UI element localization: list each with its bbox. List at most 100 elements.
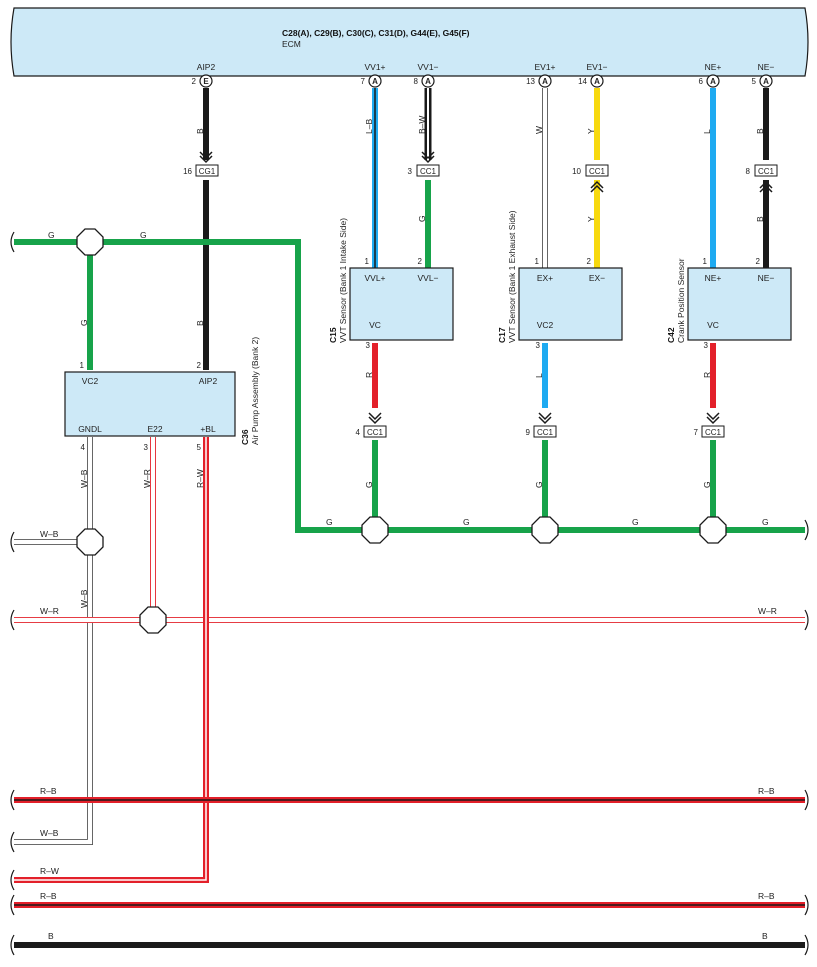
junction-g-c17 [531,516,559,544]
ecm-name: ECM [282,39,301,49]
svg-text:9: 9 [526,428,531,437]
break-marks [10,231,809,956]
ecm-pin-label-ev1p: EV1+ [534,62,555,72]
component-air-pump: VC2 AIP2 GNDL E22 +BL 1 2 4 3 5 C36 Air … [64,337,260,452]
svg-text:G: G [632,517,639,527]
svg-text:G: G [417,215,427,222]
svg-text:Crank Position Sensor: Crank Position Sensor [676,258,686,343]
svg-text:3: 3 [366,341,371,350]
svg-text:+BL: +BL [200,424,216,434]
svg-text:1: 1 [365,257,370,266]
svg-text:B: B [755,216,765,222]
svg-text:8: 8 [746,167,751,176]
svg-text:CC1: CC1 [758,167,775,176]
wire-gndl [14,437,93,845]
svg-text:G: G [364,481,374,488]
svg-text:A: A [425,77,431,86]
svg-text:CC1: CC1 [367,428,384,437]
svg-text:3: 3 [144,443,149,452]
svg-text:W–R: W–R [40,606,59,616]
ecm-box: C28(A), C29(B), C30(C), C31(D), G44(E), … [10,7,809,77]
svg-text:3: 3 [536,341,541,350]
svg-text:13: 13 [526,77,535,86]
svg-text:C42: C42 [666,327,676,343]
svg-text:CC1: CC1 [537,428,554,437]
svg-text:C15: C15 [328,327,338,343]
junction-g-top [76,228,104,256]
connector-cc1-vv1m: CC1 3 [408,151,440,177]
svg-text:B: B [195,128,205,134]
svg-text:NE+: NE+ [705,273,722,283]
svg-text:R–B: R–B [758,786,775,796]
connector-cc1-c17: CC1 9 [526,412,557,438]
svg-text:VC2: VC2 [537,320,554,330]
svg-text:2: 2 [587,257,592,266]
svg-text:B: B [195,320,205,326]
ecm-pin-label-aip2: AIP2 [197,62,216,72]
svg-text:A: A [763,77,769,86]
ecm-pin-label-vv1m: VV1− [417,62,438,72]
svg-text:G: G [534,481,544,488]
svg-text:A: A [594,77,600,86]
svg-text:B–W: B–W [417,116,427,134]
ecm-pin-label-nem: NE− [758,62,775,72]
svg-text:8: 8 [414,77,419,86]
svg-text:W–B: W–B [40,828,59,838]
svg-text:VC: VC [707,320,719,330]
svg-text:W–B: W–B [79,589,89,608]
junction-wb [76,528,104,556]
svg-text:3: 3 [408,167,413,176]
svg-text:G: G [702,481,712,488]
svg-text:2: 2 [418,257,423,266]
svg-text:A: A [372,77,378,86]
svg-text:CC1: CC1 [589,167,606,176]
svg-text:Y: Y [586,216,596,222]
svg-text:Air Pump Assembly (Bank 2): Air Pump Assembly (Bank 2) [250,337,260,445]
svg-text:4: 4 [356,428,361,437]
ecm-pin-label-vv1p: VV1+ [364,62,385,72]
wire-labels: B B L–B B–W G W Y Y L B B G G G R L R G … [40,116,777,941]
svg-text:W–R: W–R [758,606,777,616]
svg-text:GNDL: GNDL [78,424,102,434]
wires [14,88,805,948]
ecm-pin-num-aip2: 2 [192,77,197,86]
svg-text:R–W: R–W [195,469,205,488]
svg-text:C17: C17 [497,327,507,343]
component-vvt-intake: VVL+ VVL− VC 1 2 3 C15 VVT Sensor (Bank … [328,218,454,350]
svg-text:1: 1 [535,257,540,266]
svg-text:7: 7 [361,77,366,86]
junction-wr [139,606,167,634]
svg-text:7: 7 [694,428,699,437]
svg-text:R: R [364,372,374,378]
svg-text:Y: Y [586,128,596,134]
svg-text:VVL+: VVL+ [364,273,385,283]
ecm-pin-connector-e [199,74,213,88]
svg-text:A: A [710,77,716,86]
wire-bl [14,437,209,883]
svg-text:10: 10 [572,167,581,176]
svg-text:6: 6 [699,77,704,86]
ecm-pin-label-nep: NE+ [705,62,722,72]
svg-text:G: G [326,517,333,527]
svg-text:2: 2 [197,361,202,370]
svg-text:B: B [755,128,765,134]
svg-text:VVT Sensor (Bank 1 Exhaust Sid: VVT Sensor (Bank 1 Exhaust Side) [507,210,517,343]
junction-g-c42 [699,516,727,544]
svg-text:L: L [534,373,544,378]
svg-text:R–B: R–B [40,786,57,796]
component-crank-sensor: NE+ NE− VC 1 2 3 C42 Crank Position Sens… [666,257,792,350]
svg-text:C36: C36 [240,429,250,445]
svg-text:E22: E22 [147,424,162,434]
svg-text:W–B: W–B [40,529,59,539]
svg-text:B: B [762,931,768,941]
ecm-pin-label-ev1m: EV1− [586,62,607,72]
svg-text:G: G [463,517,470,527]
ecm-pins: AIP2 E 2 VV1+ A 7 VV1− A 8 EV1+ A 13 EV1… [192,62,775,88]
component-vvt-exhaust: EX+ EX− VC2 1 2 3 C17 VVT Sensor (Bank 1… [497,210,623,350]
inline-connectors: CG1 16 CC1 3 CC1 10 CC1 8 CC1 [183,151,778,438]
svg-text:NE−: NE− [758,273,775,283]
connector-cc1-ev1m: CC1 10 [572,164,609,193]
svg-text:CC1: CC1 [420,167,437,176]
svg-text:1: 1 [80,361,85,370]
